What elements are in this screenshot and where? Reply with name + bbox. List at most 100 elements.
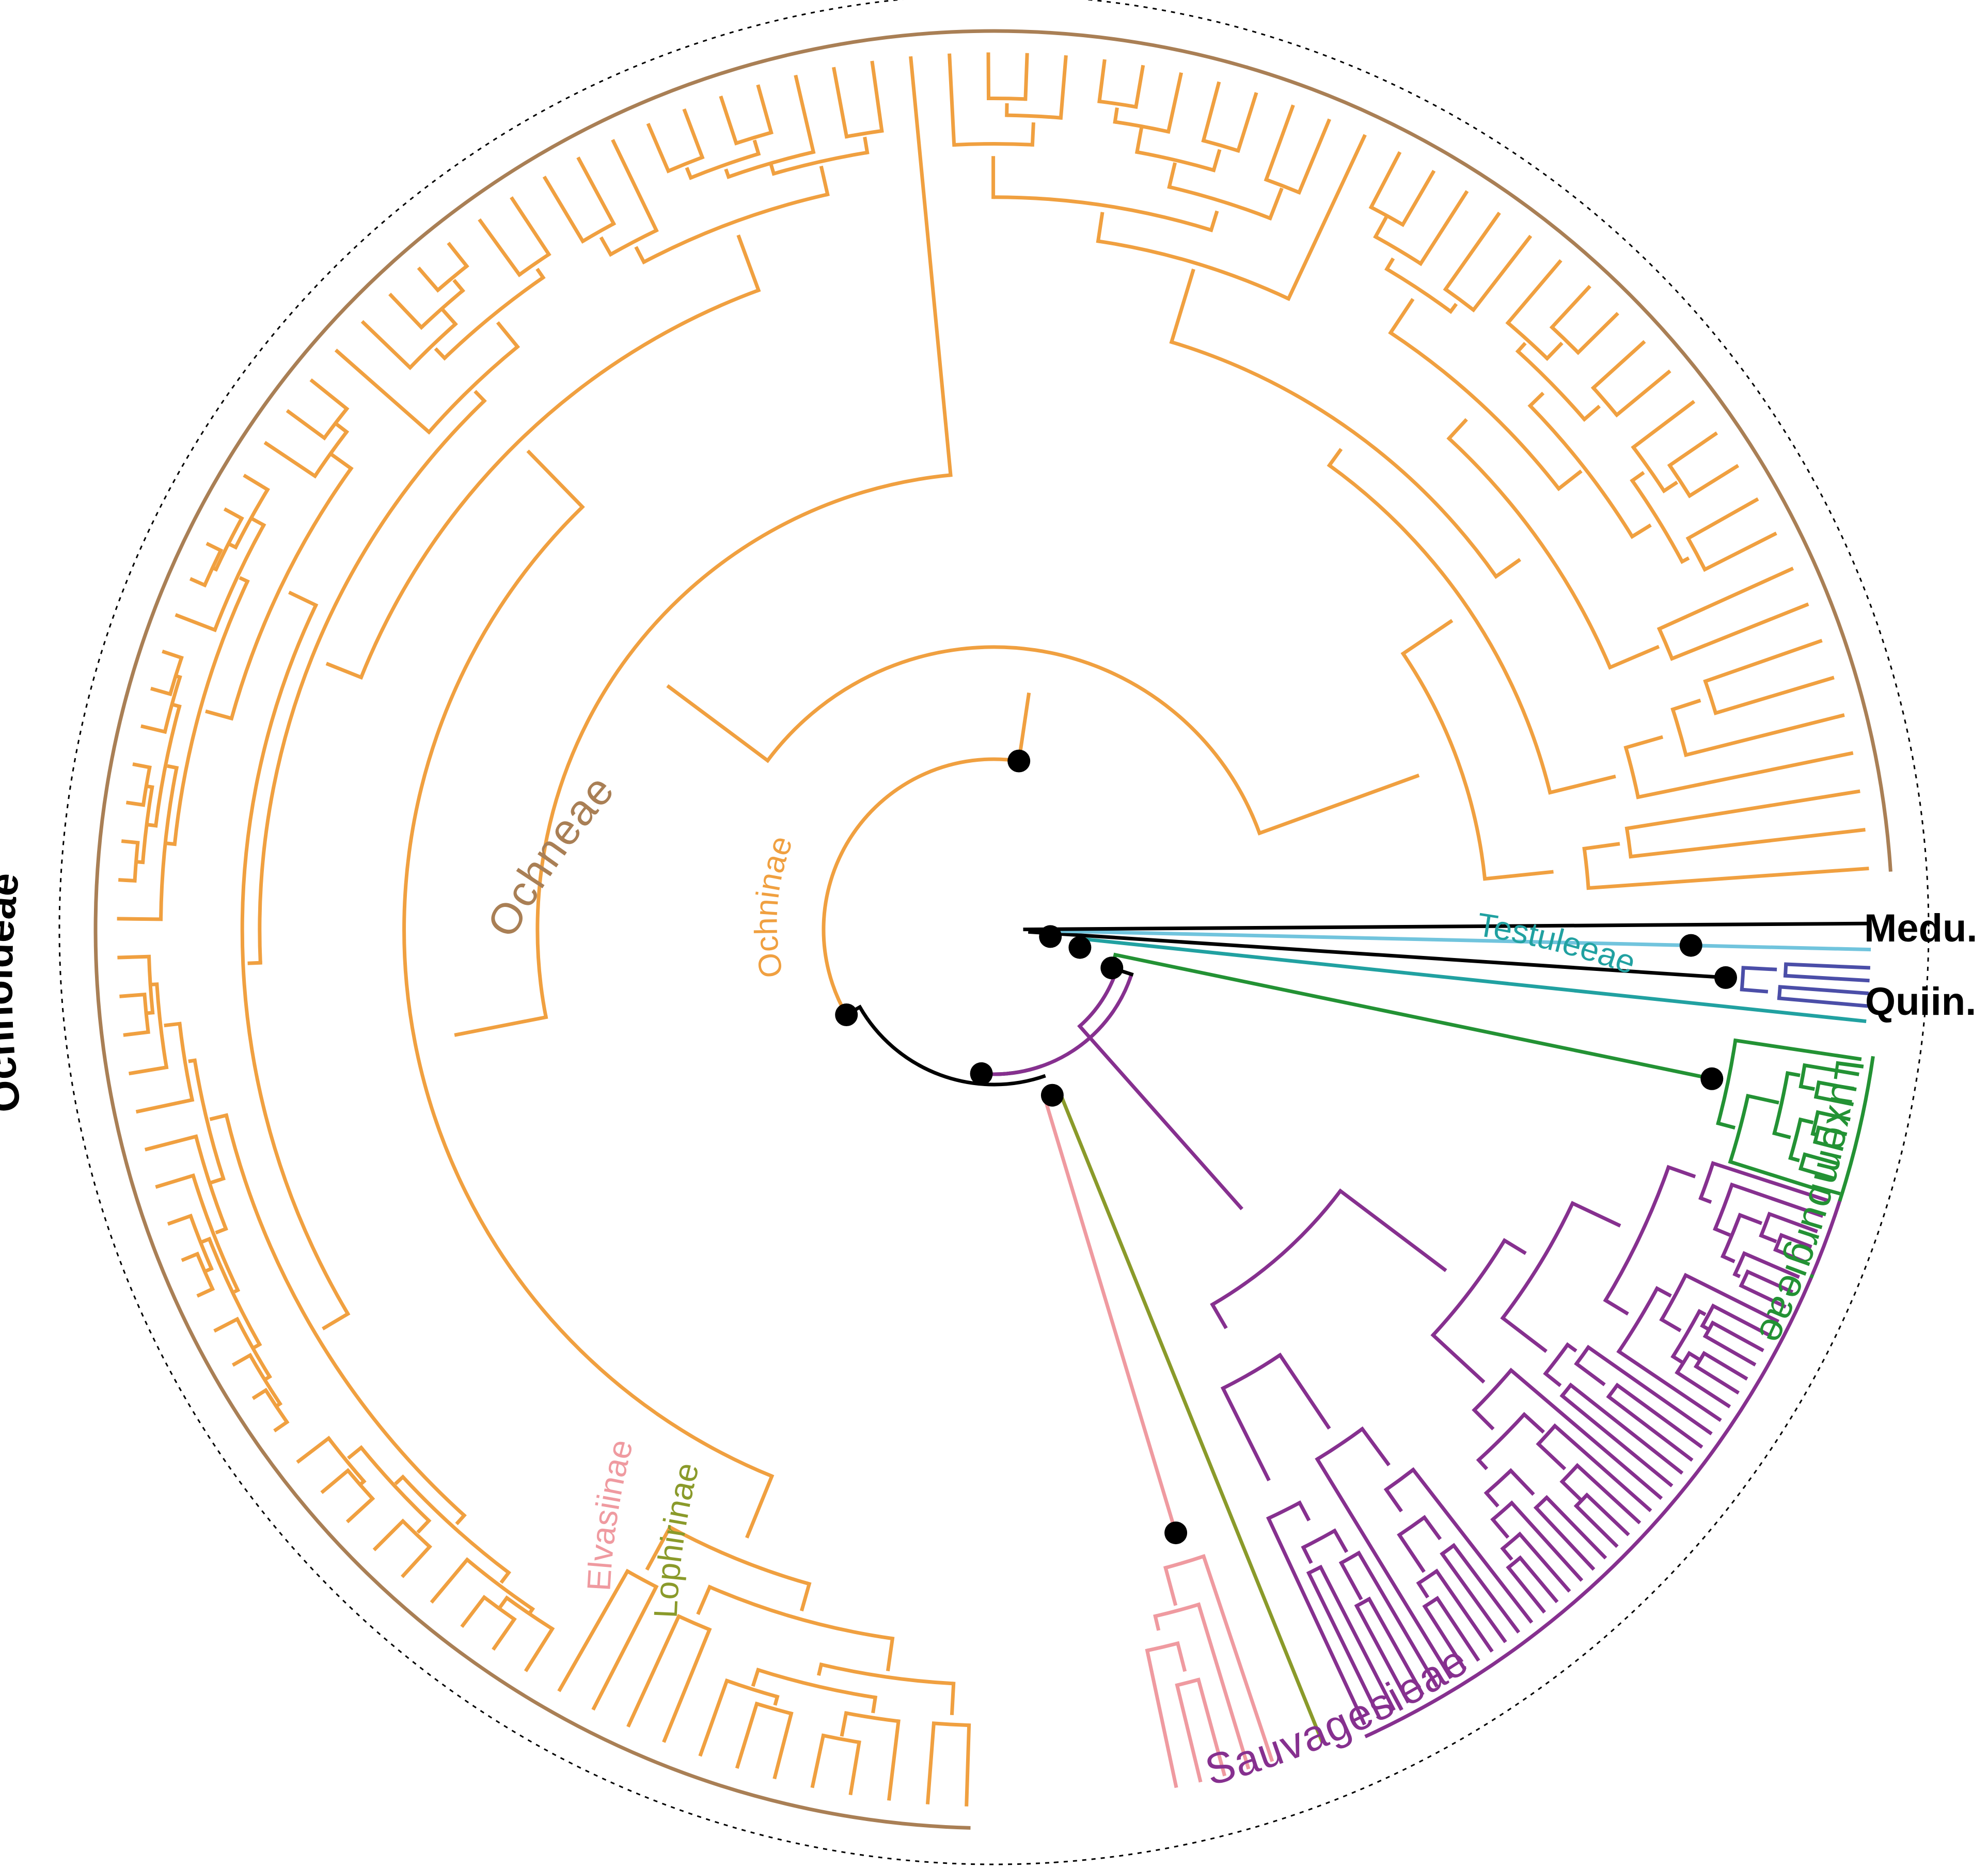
ochninae-arc xyxy=(626,1569,657,1589)
sauvagesieae-arc xyxy=(1417,1569,1438,1585)
sauvagesieae-branch xyxy=(1422,1604,1467,1671)
sauvagesieae-branch xyxy=(1710,1160,1829,1203)
ochninae-branch xyxy=(819,165,830,197)
ochninae-arc xyxy=(1668,464,1692,497)
sauvagesieae-arc xyxy=(1507,1556,1522,1569)
outer-dotted-ring xyxy=(59,0,1929,1865)
luxemburgieae-branch xyxy=(1798,1117,1814,1125)
ochninae-branch xyxy=(1623,735,1664,750)
ochninae-branch xyxy=(1636,751,1854,799)
ochninae-arc xyxy=(756,1702,792,1716)
sauvagesieae-branch xyxy=(1422,1515,1442,1541)
ochninae-arc xyxy=(208,1238,261,1345)
ochninae-branch xyxy=(233,1288,241,1294)
luxemburgieae-arc xyxy=(1728,1095,1750,1163)
sauvagesieae-arc xyxy=(1441,1544,1455,1556)
sauvagesieae-branch xyxy=(1332,1528,1349,1553)
luxemburgieae-branch xyxy=(1816,1125,1848,1136)
luxemburgieae-arc xyxy=(1789,1119,1803,1159)
elvasiinae-branch xyxy=(1145,1648,1178,1788)
ochninae-branch xyxy=(227,542,239,550)
sauvagesieae-branch xyxy=(1517,1531,1571,1593)
sauvagesieae-arc xyxy=(1774,1234,1784,1251)
sauvagesieae-branch xyxy=(1701,1351,1748,1381)
sauvagesieae-arc xyxy=(1676,1352,1691,1374)
sauvagesieae-arc xyxy=(1385,1468,1414,1492)
luxemburgieae-branch xyxy=(1817,1080,1857,1091)
ochninae-arc xyxy=(1444,288,1475,311)
luxemburgieae-branch xyxy=(1745,1093,1779,1105)
ochninae-arc xyxy=(141,787,154,862)
sauvagesieae-branch xyxy=(1559,1479,1582,1501)
sauvagesieae-branch xyxy=(1584,1492,1630,1536)
ochninae-arc xyxy=(188,1215,213,1269)
luxemburgieae-branch xyxy=(1813,1094,1854,1107)
ochninae-arc xyxy=(1006,113,1061,120)
quiin-arc xyxy=(1740,967,1745,990)
ochninae-branch xyxy=(1683,713,1845,758)
sauvagesieae-branch xyxy=(1603,1297,1629,1316)
ochninae-bar xyxy=(93,29,1892,1830)
ochninae-branch xyxy=(751,1668,761,1687)
ochninae-arc xyxy=(1401,652,1487,880)
ochninae-branch xyxy=(275,1401,283,1408)
ochninae-branch xyxy=(840,1711,848,1737)
ochninae-branch xyxy=(626,1613,682,1728)
ochninae-branch xyxy=(599,236,613,257)
sauvagesieae-arc xyxy=(1424,1596,1439,1608)
ochninae-arc xyxy=(346,1469,374,1500)
quiin-branch xyxy=(1778,985,1869,995)
label-lophirinae: Lophirinae xyxy=(647,1459,706,1619)
sauvagesieae-arc xyxy=(1703,1322,1714,1338)
ochninae-branch xyxy=(682,108,705,160)
sauvagesieae-arc xyxy=(1222,1353,1281,1390)
sauvagesieae-arc xyxy=(1733,1252,1746,1275)
ochninae-branch xyxy=(1134,127,1144,154)
ochninae-arc xyxy=(1114,120,1169,134)
ochninae-branch xyxy=(735,1701,759,1769)
support-node xyxy=(1679,934,1702,957)
ochninae-branch xyxy=(1586,867,1869,890)
ochninae-branch xyxy=(1590,340,1646,390)
ochninae-arc xyxy=(1517,350,1586,421)
ochninae-branch xyxy=(388,292,424,330)
label-elvasiinae: Elvasiinae xyxy=(580,1436,640,1592)
sauvagesieae-branch xyxy=(1675,1370,1731,1408)
ochninae-branch xyxy=(756,84,774,135)
luxemburgieae-branch xyxy=(1733,1038,1862,1061)
sauvagesieae-branch xyxy=(1615,1383,1703,1449)
ochninae-branch xyxy=(166,841,177,846)
ochninae-arc xyxy=(401,1475,510,1574)
ochninae-arc xyxy=(402,506,773,1478)
ochninae-arc xyxy=(141,767,152,806)
ochninae-branch xyxy=(816,1662,824,1676)
ochninae-branch xyxy=(1373,216,1388,240)
ochninae-branch xyxy=(510,196,551,257)
ochninae-branch xyxy=(1670,698,1701,712)
ochninae-arc xyxy=(535,473,951,1018)
ochninae-branch xyxy=(452,278,466,293)
sauvagesieae-branch xyxy=(1301,1545,1313,1564)
sauvagesieae-arc xyxy=(1671,1310,1701,1358)
sauvagesieae-branch xyxy=(1702,1333,1757,1367)
ochninae-branch xyxy=(206,542,224,553)
quiin-arc xyxy=(1777,986,1782,999)
ochninae-arc xyxy=(1592,386,1618,416)
ochninae-arc xyxy=(466,1558,534,1611)
sauvagesieae-branch xyxy=(1356,1550,1439,1688)
luxemburgieae-arc xyxy=(1813,1127,1821,1143)
sauvagesieae-arc xyxy=(1759,1213,1771,1236)
sauvagesieae-branch xyxy=(1568,1382,1684,1475)
ochninae-branch xyxy=(135,1097,195,1114)
ochninae-branch xyxy=(752,139,761,156)
ochninae-arc xyxy=(609,228,657,256)
ochninae-branch xyxy=(1030,122,1035,147)
sauvagesieae-branch xyxy=(1759,1233,1777,1244)
ochninae-arc xyxy=(1631,479,1684,563)
ochninae-arc xyxy=(1390,331,1560,490)
sauvagesieae-arc xyxy=(1473,1369,1512,1411)
quiin-branch xyxy=(1777,996,1868,1008)
ochninae-branch xyxy=(1327,448,1343,468)
sauvagesieae-branch xyxy=(1306,1571,1381,1719)
elvasiinae-arc xyxy=(1165,1555,1205,1570)
